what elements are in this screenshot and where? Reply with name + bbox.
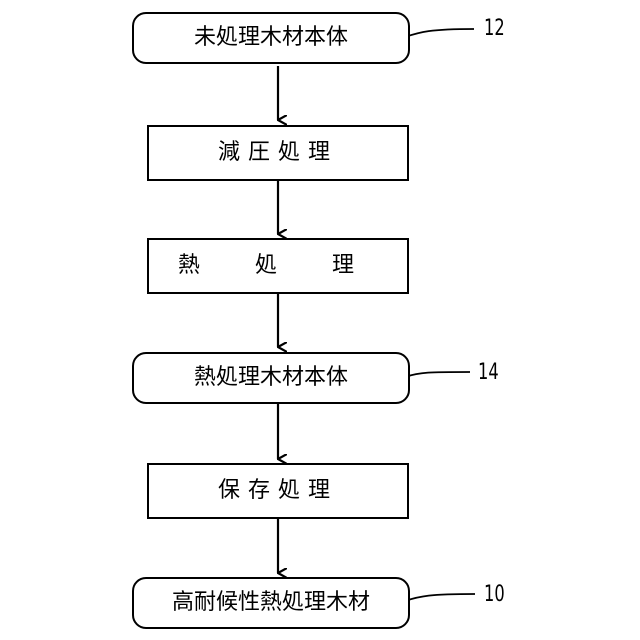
node-heat-treated-wood-label: 熱処理木材本体	[194, 367, 348, 389]
ref-numeral-12: 12	[484, 18, 505, 40]
node-heat-treated-wood: 熱処理木材本体	[132, 352, 410, 404]
node-decompression-label: 減圧処理	[218, 142, 338, 164]
node-preservation: 保存処理	[147, 463, 409, 519]
leader-line-14	[405, 372, 470, 377]
node-heat-treatment-label: 熱 処 理	[178, 255, 378, 277]
leader-line-12	[405, 29, 474, 37]
node-weatherproof-wood-label: 高耐候性熱処理木材	[172, 592, 370, 614]
node-untreated-wood: 未処理木材本体	[132, 12, 410, 64]
ref-numeral-10: 10	[484, 584, 505, 606]
leader-line-10	[405, 594, 475, 601]
ref-numeral-14: 14	[478, 362, 499, 384]
node-preservation-label: 保存処理	[218, 480, 338, 502]
node-untreated-wood-label: 未処理木材本体	[194, 27, 348, 49]
node-decompression: 減圧処理	[147, 125, 409, 181]
node-weatherproof-wood: 高耐候性熱処理木材	[132, 577, 410, 629]
node-heat-treatment: 熱 処 理	[147, 238, 409, 294]
